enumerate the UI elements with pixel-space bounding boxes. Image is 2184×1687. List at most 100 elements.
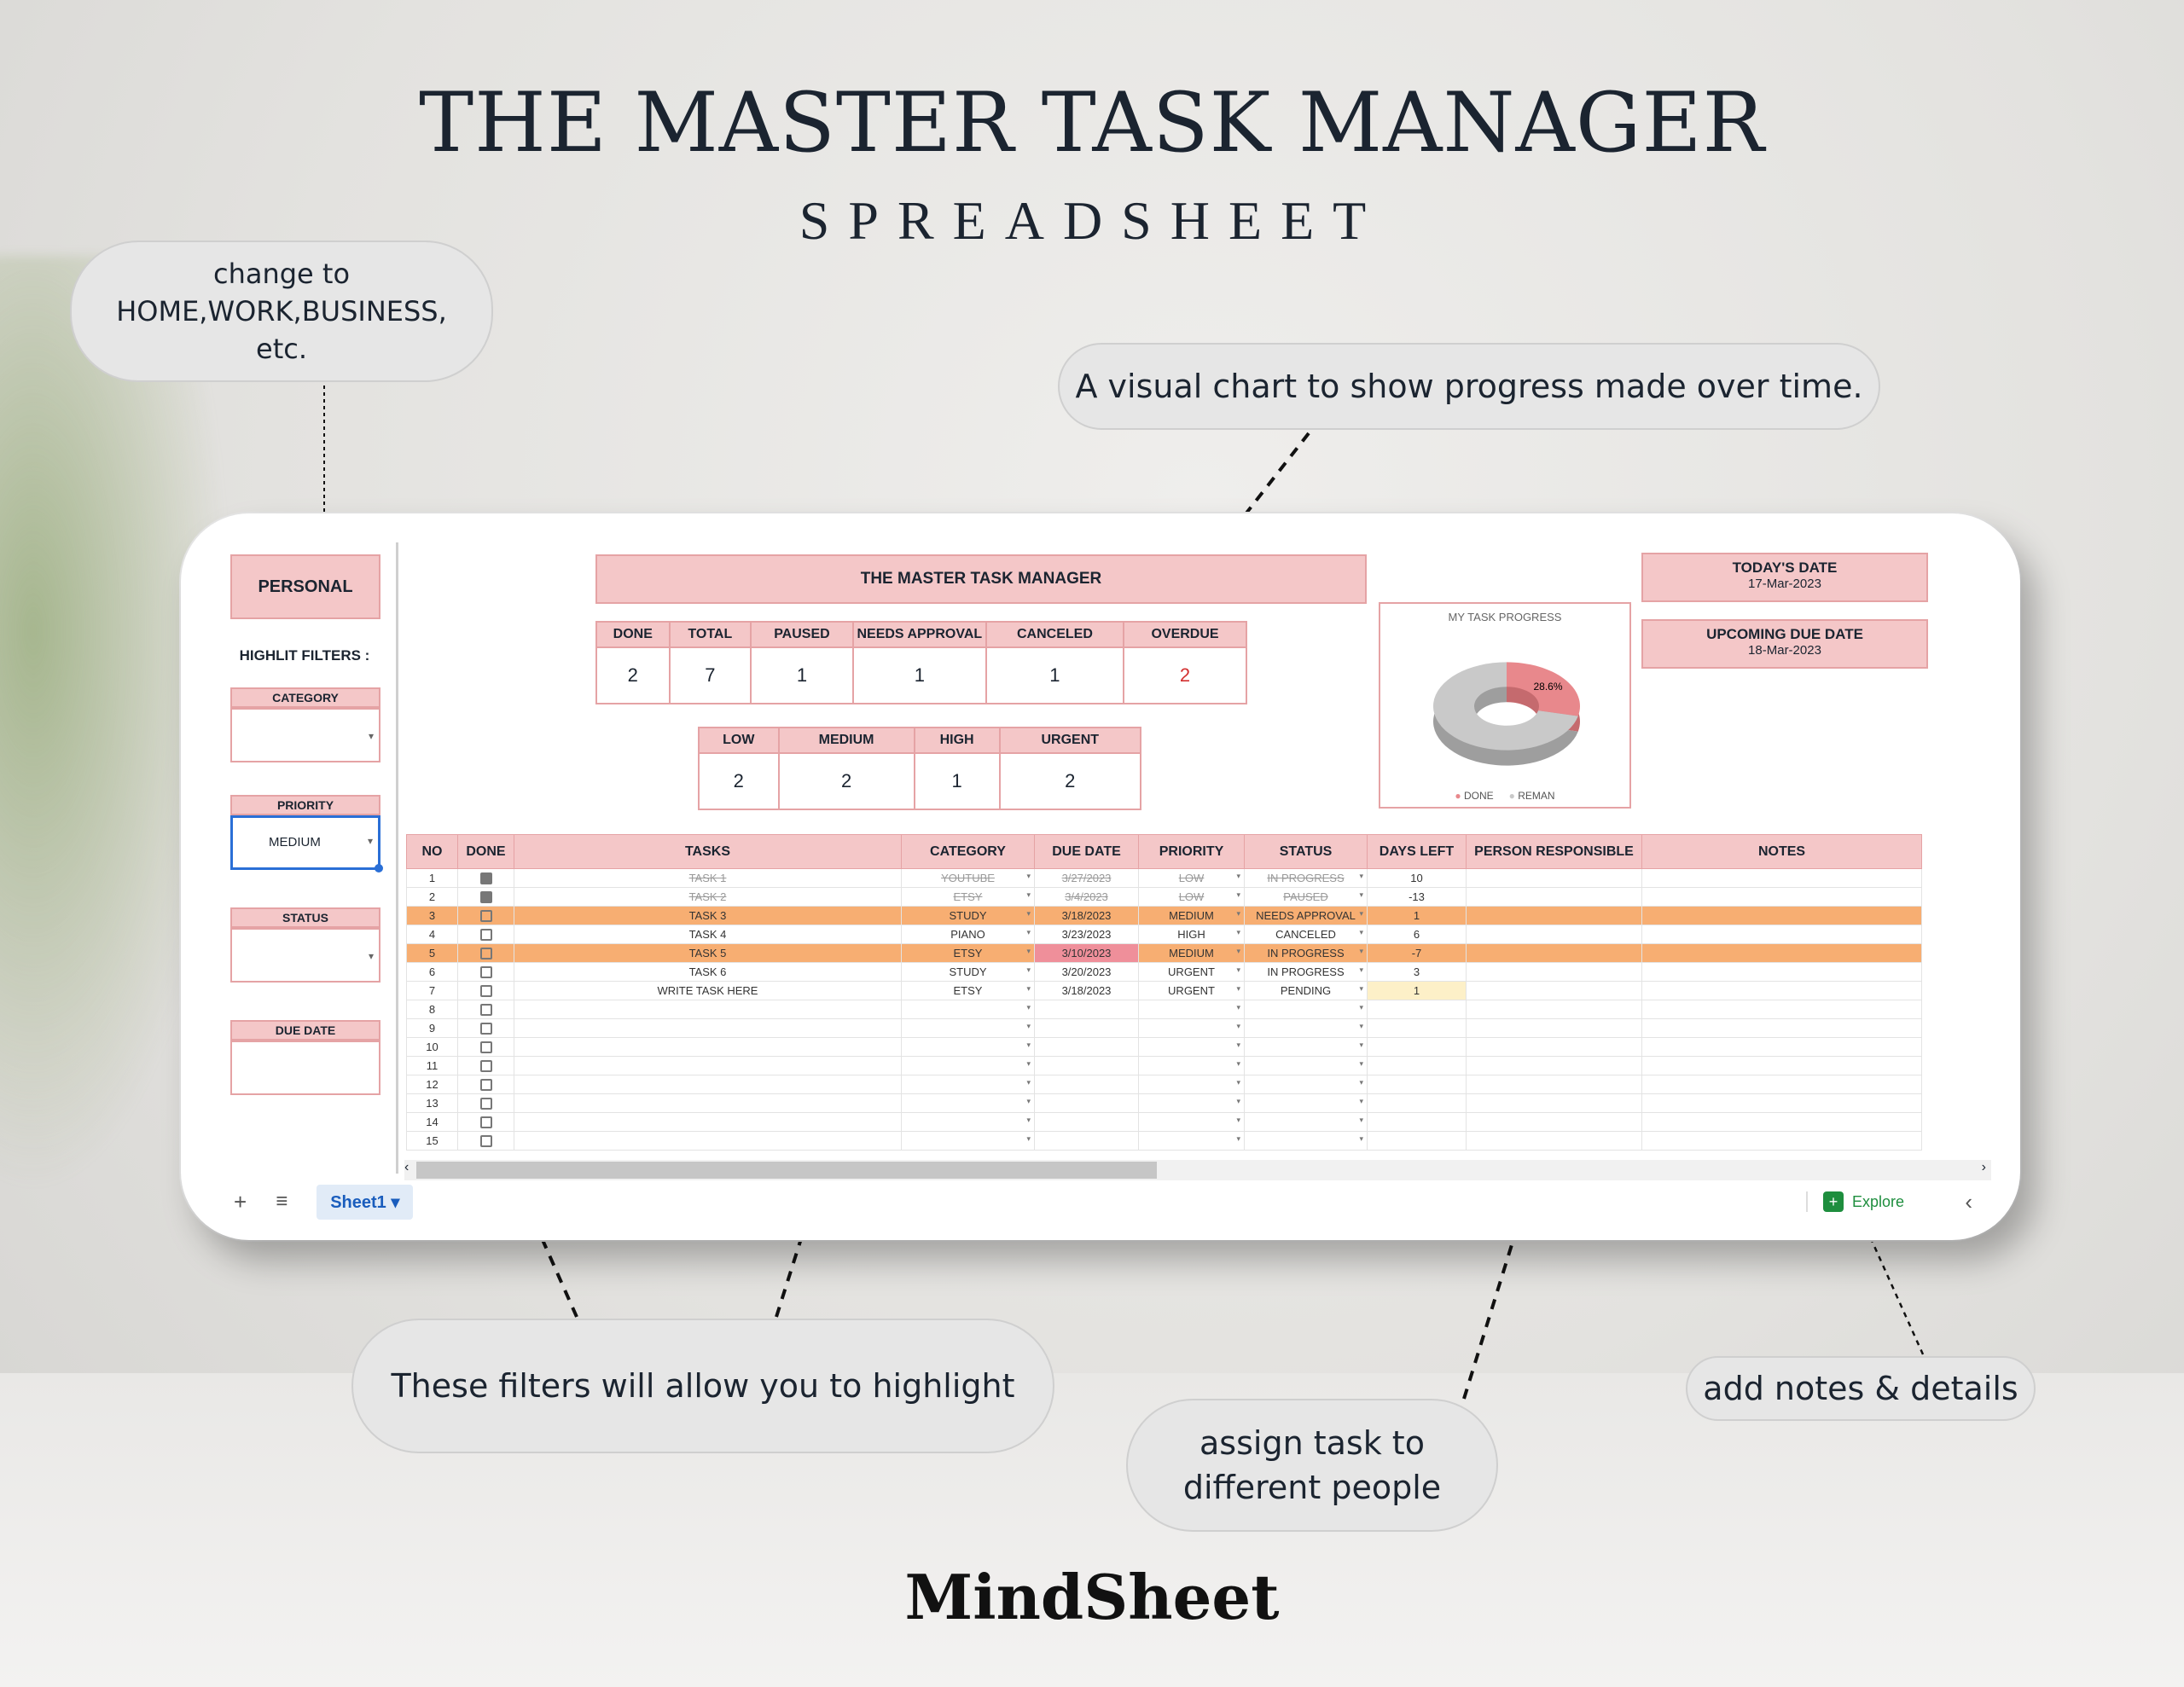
priority-cell[interactable]: ▾ <box>1138 1037 1245 1057</box>
task-cell[interactable] <box>514 1131 902 1151</box>
done-checkbox[interactable] <box>457 887 514 907</box>
chevron-left-icon[interactable]: ‹ <box>404 1160 410 1174</box>
table-row[interactable]: 10▾▾▾ <box>406 1037 1922 1057</box>
column-header[interactable]: DUE DATE <box>1034 834 1139 869</box>
due-date-cell[interactable]: 3/4/2023 <box>1034 887 1139 907</box>
task-cell[interactable]: TASK 6 <box>514 962 902 982</box>
chevron-down-icon[interactable]: ▾ <box>1236 1022 1240 1030</box>
chevron-down-icon[interactable]: ▾ <box>1236 1041 1240 1049</box>
due-date-cell[interactable] <box>1034 1093 1139 1113</box>
checkbox-icon[interactable] <box>479 1060 492 1073</box>
table-row[interactable]: 14▾▾▾ <box>406 1112 1922 1132</box>
task-cell[interactable] <box>514 1112 902 1132</box>
person-cell[interactable] <box>1466 962 1642 982</box>
done-checkbox[interactable] <box>457 868 514 888</box>
progress-chart[interactable]: MY TASK PROGRESS 28.6% ● DONE ● REMAN <box>1379 602 1631 809</box>
priority-cell[interactable]: MEDIUM▾ <box>1138 943 1245 963</box>
column-header[interactable]: CATEGORY <box>901 834 1035 869</box>
task-cell[interactable]: TASK 3 <box>514 906 902 925</box>
done-checkbox[interactable] <box>457 906 514 925</box>
priority-cell[interactable]: URGENT▾ <box>1138 962 1245 982</box>
chevron-down-icon[interactable]: ▾ <box>1236 1134 1240 1143</box>
due-date-cell[interactable]: 3/23/2023 <box>1034 925 1139 944</box>
chevron-down-icon[interactable]: ▾ <box>1236 965 1240 974</box>
person-cell[interactable] <box>1466 1037 1642 1057</box>
done-checkbox[interactable] <box>457 1018 514 1038</box>
done-checkbox[interactable] <box>457 1056 514 1075</box>
due-date-cell[interactable] <box>1034 1112 1139 1132</box>
notes-cell[interactable] <box>1641 962 1922 982</box>
status-cell[interactable]: CANCELED▾ <box>1244 925 1368 944</box>
due-date-cell[interactable]: 3/18/2023 <box>1034 981 1139 1000</box>
status-cell[interactable]: ▾ <box>1244 1112 1368 1132</box>
chevron-down-icon[interactable]: ▾ <box>1026 1003 1031 1012</box>
filter-status-select[interactable]: ▾ <box>230 928 380 983</box>
done-checkbox[interactable] <box>457 1075 514 1094</box>
due-date-cell[interactable] <box>1034 1000 1139 1019</box>
priority-cell[interactable]: ▾ <box>1138 1056 1245 1075</box>
priority-cell[interactable]: LOW▾ <box>1138 868 1245 888</box>
status-cell[interactable]: IN PROGRESS▾ <box>1244 868 1368 888</box>
chevron-down-icon[interactable]: ▾ <box>1026 1097 1031 1105</box>
due-date-cell[interactable] <box>1034 1056 1139 1075</box>
person-cell[interactable] <box>1466 1056 1642 1075</box>
column-header[interactable]: PRIORITY <box>1138 834 1245 869</box>
chevron-down-icon[interactable]: ▾ <box>1236 928 1240 936</box>
filter-priority-select[interactable]: MEDIUM ▾ <box>230 815 383 872</box>
person-cell[interactable] <box>1466 1112 1642 1132</box>
person-cell[interactable] <box>1466 981 1642 1000</box>
due-date-cell[interactable]: 3/20/2023 <box>1034 962 1139 982</box>
chevron-down-icon[interactable]: ▾ <box>1359 947 1363 955</box>
priority-cell[interactable]: LOW▾ <box>1138 887 1245 907</box>
priority-cell[interactable]: ▾ <box>1138 1131 1245 1151</box>
chevron-down-icon[interactable]: ▾ <box>1026 1022 1031 1030</box>
chevron-right-icon[interactable]: › <box>1981 1160 1986 1174</box>
chevron-down-icon[interactable]: ▾ <box>1359 1059 1363 1068</box>
chevron-down-icon[interactable]: ▾ <box>1359 872 1363 880</box>
notes-cell[interactable] <box>1641 1131 1922 1151</box>
table-row[interactable]: 11▾▾▾ <box>406 1056 1922 1075</box>
done-checkbox[interactable] <box>457 1093 514 1113</box>
notes-cell[interactable] <box>1641 1018 1922 1038</box>
chevron-down-icon[interactable]: ▾ <box>1236 890 1240 899</box>
task-cell[interactable] <box>514 1018 902 1038</box>
checkbox-icon[interactable] <box>479 929 492 942</box>
done-checkbox[interactable] <box>457 1000 514 1019</box>
checkbox-icon[interactable] <box>479 1023 492 1035</box>
person-cell[interactable] <box>1466 1093 1642 1113</box>
checkbox-icon[interactable] <box>479 910 492 923</box>
chevron-down-icon[interactable]: ▾ <box>1359 965 1363 974</box>
table-row[interactable]: 8▾▾▾ <box>406 1000 1922 1019</box>
person-cell[interactable] <box>1466 1018 1642 1038</box>
done-checkbox[interactable] <box>457 943 514 963</box>
status-cell[interactable]: ▾ <box>1244 1000 1368 1019</box>
task-cell[interactable] <box>514 1000 902 1019</box>
chevron-down-icon[interactable]: ▾ <box>1026 1059 1031 1068</box>
checkbox-icon[interactable] <box>479 872 492 885</box>
horizontal-scrollbar[interactable]: ‹ › <box>404 1160 1991 1180</box>
status-cell[interactable]: ▾ <box>1244 1056 1368 1075</box>
person-cell[interactable] <box>1466 906 1642 925</box>
checkbox-icon[interactable] <box>479 1041 492 1054</box>
category-cell[interactable]: ▾ <box>901 1018 1035 1038</box>
person-cell[interactable] <box>1466 1131 1642 1151</box>
add-sheet-icon[interactable]: + <box>234 1188 247 1215</box>
category-cell[interactable]: ETSY▾ <box>901 887 1035 907</box>
column-header[interactable]: PERSON RESPONSIBLE <box>1466 834 1642 869</box>
notes-cell[interactable] <box>1641 1093 1922 1113</box>
person-cell[interactable] <box>1466 887 1642 907</box>
chevron-down-icon[interactable]: ▾ <box>1359 1116 1363 1124</box>
notes-cell[interactable] <box>1641 1075 1922 1094</box>
task-cell[interactable]: TASK 2 <box>514 887 902 907</box>
category-cell[interactable]: ▾ <box>901 1037 1035 1057</box>
notes-cell[interactable] <box>1641 1112 1922 1132</box>
sheet-tab[interactable]: Sheet1 ▾ <box>317 1184 414 1220</box>
category-cell[interactable]: STUDY▾ <box>901 962 1035 982</box>
chevron-down-icon[interactable]: ▾ <box>1359 1041 1363 1049</box>
scrollbar-thumb[interactable] <box>416 1162 1157 1179</box>
category-cell[interactable]: ▾ <box>901 1093 1035 1113</box>
person-cell[interactable] <box>1466 925 1642 944</box>
